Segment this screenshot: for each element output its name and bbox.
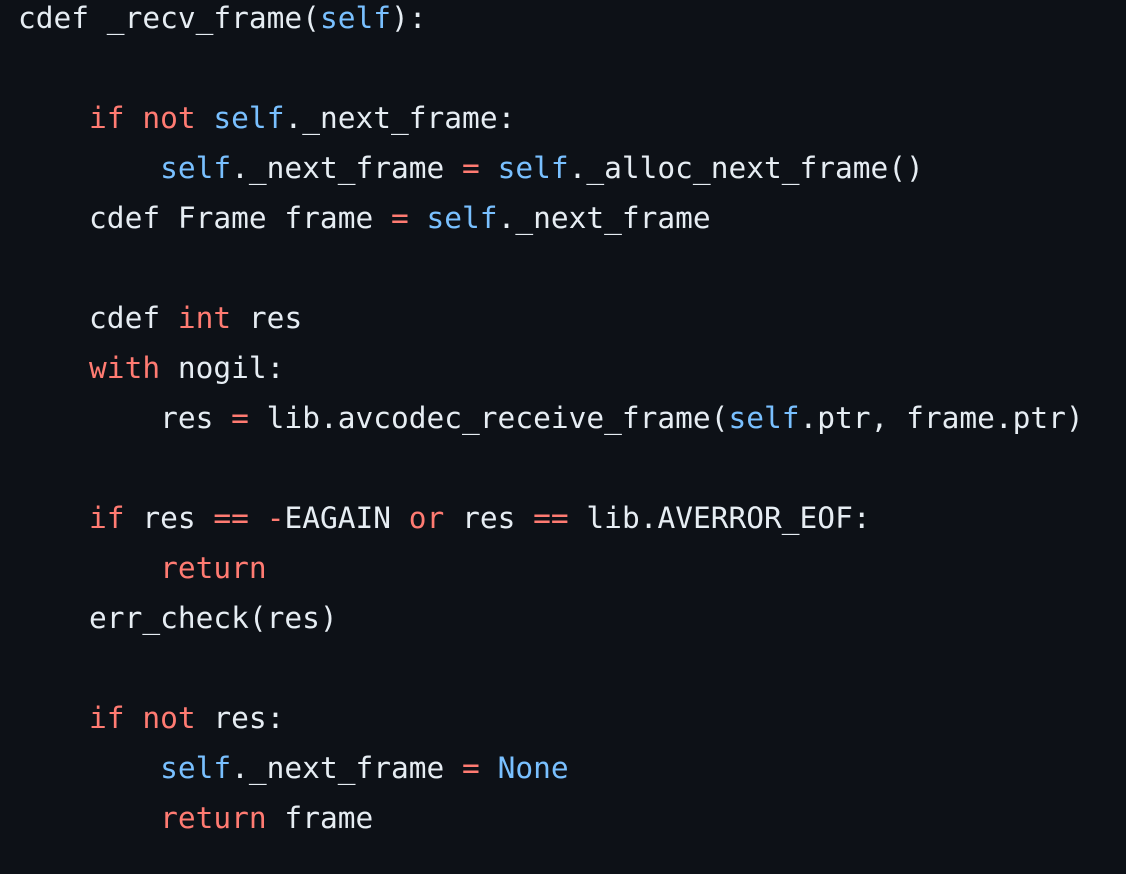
code-token: EAGAIN (284, 501, 409, 535)
code-token: self (426, 201, 498, 235)
code-token: .ptr, frame.ptr) (799, 401, 1084, 435)
code-token: nogil: (160, 351, 285, 385)
indent (18, 201, 89, 235)
code-line (18, 43, 1084, 93)
indent (18, 351, 89, 385)
code-token: self (213, 101, 285, 135)
code-token (196, 101, 214, 135)
code-token: err_check(res) (89, 601, 338, 635)
code-token: ._next_frame (231, 151, 463, 185)
code-token: = (390, 201, 409, 235)
code-token: not (142, 701, 196, 735)
indent (18, 751, 160, 785)
code-token (480, 151, 498, 185)
code-line (18, 243, 1084, 293)
code-token: not (142, 101, 196, 135)
code-token: self (497, 151, 569, 185)
code-token: = (462, 151, 480, 185)
code-block: cdef _recv_frame(self): if not self._nex… (18, 0, 1084, 843)
code-token: res (124, 501, 214, 535)
code-token: or (408, 501, 445, 535)
code-token (125, 701, 143, 735)
code-token: self (319, 1, 391, 35)
code-token: with (89, 351, 161, 385)
indent (18, 301, 89, 335)
code-token: == (533, 501, 569, 535)
code-token: lib.avcodec_receive_frame( (248, 401, 729, 435)
code-token: int (177, 301, 232, 335)
indent (18, 551, 160, 585)
code-token (409, 201, 427, 235)
code-token: == (213, 501, 249, 535)
indent (18, 701, 89, 735)
code-line: cdef int res (18, 293, 1084, 343)
code-token: self (160, 151, 232, 185)
code-token: ._next_frame (231, 751, 463, 785)
code-token: None (497, 751, 569, 785)
code-token: res (231, 301, 303, 335)
indent (18, 501, 89, 535)
code-token: if (89, 101, 125, 135)
indent (18, 401, 160, 435)
indent (18, 151, 160, 185)
code-token (249, 501, 267, 535)
code-line (18, 443, 1084, 493)
code-token (125, 101, 143, 135)
code-token: = (231, 401, 249, 435)
code-line: if not res: (18, 693, 1084, 743)
code-line: return frame (18, 793, 1084, 843)
code-line: res = lib.avcodec_receive_frame(self.ptr… (18, 393, 1084, 443)
code-token: cdef Frame frame (89, 201, 391, 235)
indent (18, 101, 89, 135)
code-token: frame (266, 801, 374, 835)
code-token: ): (390, 1, 427, 35)
code-token: ._alloc_next_frame() (568, 151, 924, 185)
code-line (18, 643, 1084, 693)
code-line: if res == -EAGAIN or res == lib.AVERROR_… (18, 493, 1084, 543)
code-line: if not self._next_frame: (18, 93, 1084, 143)
code-line: self._next_frame = None (18, 743, 1084, 793)
code-line: err_check(res) (18, 593, 1084, 643)
code-token: cdef _recv_frame( (18, 1, 320, 35)
code-token: - (266, 501, 285, 535)
code-line: self._next_frame = self._alloc_next_fram… (18, 143, 1084, 193)
code-token: ._next_frame (497, 201, 711, 235)
indent (18, 601, 89, 635)
code-token: res (160, 401, 232, 435)
code-token (480, 751, 498, 785)
code-line: cdef Frame frame = self._next_frame (18, 193, 1084, 243)
code-token: self (728, 401, 800, 435)
code-line: return (18, 543, 1084, 593)
code-line: cdef _recv_frame(self): (18, 0, 1084, 43)
code-token: lib.AVERROR_EOF: (568, 501, 871, 535)
code-token: res (444, 501, 534, 535)
code-line: with nogil: (18, 343, 1084, 393)
code-token: = (462, 751, 480, 785)
code-token: return (160, 551, 267, 585)
code-token: res: (195, 701, 285, 735)
code-token: return (160, 801, 267, 835)
code-token: cdef (89, 301, 178, 335)
code-token: ._next_frame: (284, 101, 516, 135)
code-token: self (160, 751, 232, 785)
indent (18, 801, 160, 835)
code-token: if (89, 501, 125, 535)
code-token: if (89, 701, 125, 735)
